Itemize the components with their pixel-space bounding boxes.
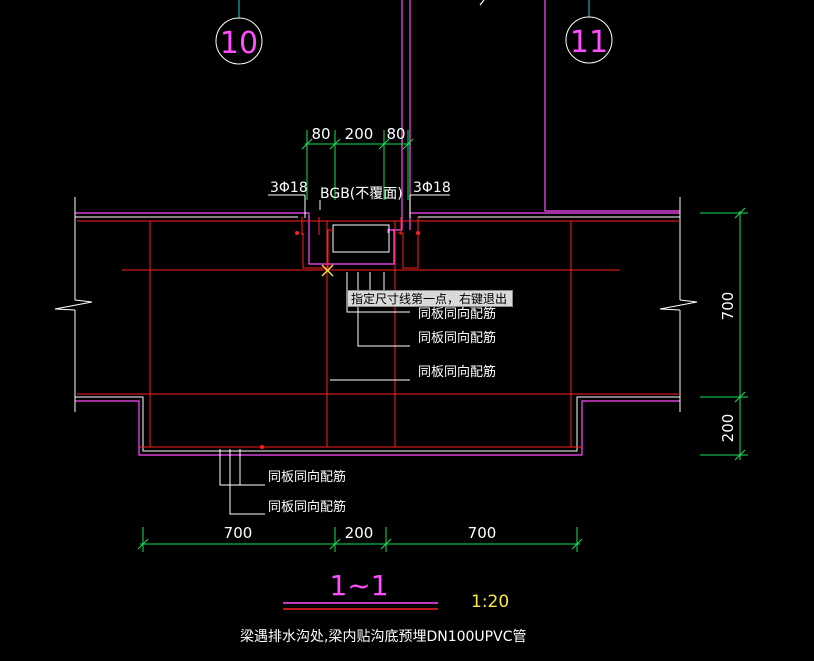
rebar-label-left: 3Φ18 <box>270 180 308 196</box>
rebar-label-leaders <box>268 194 450 218</box>
dimension-right <box>700 207 748 461</box>
dim-top-80-left: 80 <box>311 125 330 143</box>
embedded-channel-label: BGB(不覆面) <box>320 186 403 202</box>
scale-label: 1:20 <box>471 592 509 612</box>
dim-bottom-200: 200 <box>345 524 374 542</box>
grid-axis-10-label: 10 <box>220 26 258 61</box>
beam-white-lines <box>54 197 698 452</box>
rebar-lines <box>77 217 680 449</box>
callout-label-5: 同板同向配筋 <box>268 499 346 515</box>
dim-right-200: 200 <box>719 414 737 443</box>
grid-axis-11-label: 11 <box>570 25 608 60</box>
grid-axis-11: 11 <box>565 0 613 64</box>
callout-label-2: 同板同向配筋 <box>418 330 496 346</box>
drawing-caption: 梁遇排水沟处,梁内贴沟底预埋DN100UPVC管 <box>240 629 526 645</box>
section-mark: 1~1 <box>329 569 388 602</box>
command-tooltip-text: 指定尺寸线第一点，右键退出 <box>351 292 508 306</box>
dimension-top <box>301 130 414 200</box>
dim-bottom-700-right: 700 <box>468 524 497 542</box>
wall-lines <box>388 0 680 231</box>
dim-bottom-700-left: 700 <box>224 524 253 542</box>
callout-leaders-lower <box>219 449 265 515</box>
dim-right-700: 700 <box>719 292 737 321</box>
callout-leaders-upper <box>330 272 410 381</box>
command-tooltip: 指定尺寸线第一点，右键退出 <box>347 290 513 307</box>
beam-outline <box>75 212 680 456</box>
grid-axis-10: 10 <box>215 0 263 65</box>
dim-top-80-right: 80 <box>386 125 405 143</box>
callout-label-4: 同板同向配筋 <box>268 469 346 485</box>
dimension-bottom <box>137 527 583 552</box>
rebar-label-right: 3Φ18 <box>413 180 451 196</box>
callout-label-3: 同板同向配筋 <box>418 364 496 380</box>
dim-top-200: 200 <box>345 125 374 143</box>
cad-cursor[interactable] <box>321 264 334 277</box>
